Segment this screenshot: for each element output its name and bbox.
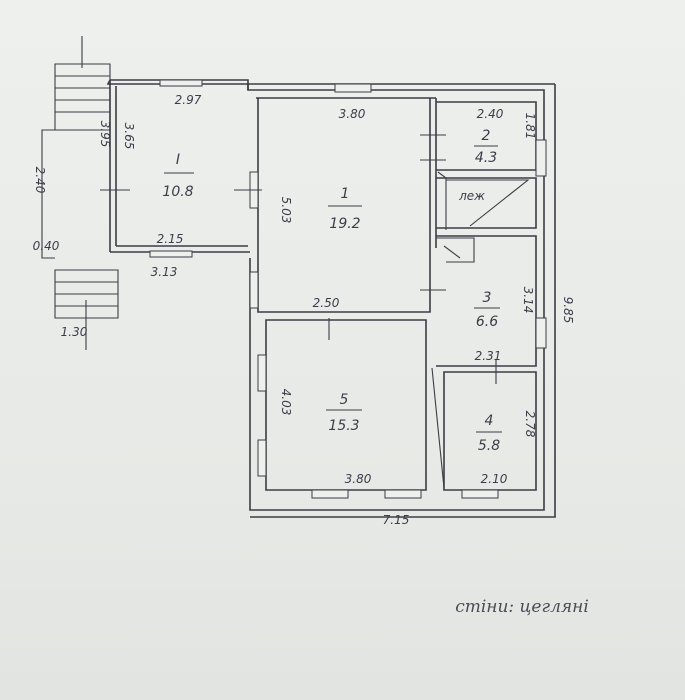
porch (41, 36, 119, 350)
dimension-label: 0.40 (33, 239, 60, 253)
dimension-label: 2.97 (175, 93, 202, 107)
room-number: 1 (341, 186, 350, 202)
windows (149, 79, 547, 499)
dimension-label: 4.03 (279, 389, 293, 416)
dimension-label: 1.30 (61, 325, 88, 339)
room-area: 10.8 (162, 184, 193, 200)
room-number: I (176, 152, 180, 168)
window (257, 439, 267, 477)
dimension-labels: 2.97 3.80 2.40 1.81 3.95 3.65 2.40 0.40 … (33, 93, 575, 527)
dimension-label: 2.15 (157, 232, 184, 246)
dimension-label: 3.80 (345, 472, 372, 486)
interior-walls (257, 98, 537, 491)
dimension-label: 9.85 (561, 297, 575, 324)
room-area: 5.8 (478, 438, 500, 454)
dimension-label: 3.95 (98, 121, 112, 148)
dimension-label: 2.78 (523, 411, 537, 438)
window (461, 489, 499, 499)
dimension-label: 3.14 (521, 287, 535, 314)
room-labels: I 10.8 1 19.2 2 4.3 3 6.6 4 5.8 5 15.3 л… (162, 128, 502, 454)
window (311, 489, 349, 499)
room-number: 2 (482, 128, 491, 144)
window (334, 83, 372, 93)
dimension-label: 2.40 (33, 167, 47, 194)
dimension-label: 3.80 (339, 107, 366, 121)
handwritten-note: стіни: цегляні (455, 597, 589, 617)
room-area: 6.6 (476, 314, 498, 330)
dimension-label: 2.50 (313, 296, 340, 310)
window (149, 250, 193, 258)
dimension-label: 2.10 (481, 472, 508, 486)
dimension-ticks (100, 134, 497, 384)
window (249, 271, 259, 309)
dimension-label: 2.31 (475, 349, 502, 363)
room-area: 4.3 (475, 150, 497, 166)
window (384, 489, 422, 499)
stove-label: леж (458, 189, 485, 203)
dimension-label: 3.13 (151, 265, 178, 279)
room-number: 3 (483, 290, 492, 306)
dimension-label: 5.03 (279, 197, 293, 224)
room-area: 15.3 (328, 418, 359, 434)
outer-walls (106, 79, 556, 518)
room-area: 19.2 (329, 216, 360, 232)
dimension-label: 1.81 (523, 113, 537, 140)
window (159, 79, 203, 87)
room-number: 4 (485, 413, 494, 429)
window (535, 317, 547, 349)
room-number: 5 (340, 392, 349, 408)
dimension-label: 2.40 (477, 107, 504, 121)
window (535, 139, 547, 177)
dimension-label: 7.15 (383, 513, 410, 527)
dimension-label: 3.65 (122, 123, 136, 150)
window (257, 354, 267, 392)
